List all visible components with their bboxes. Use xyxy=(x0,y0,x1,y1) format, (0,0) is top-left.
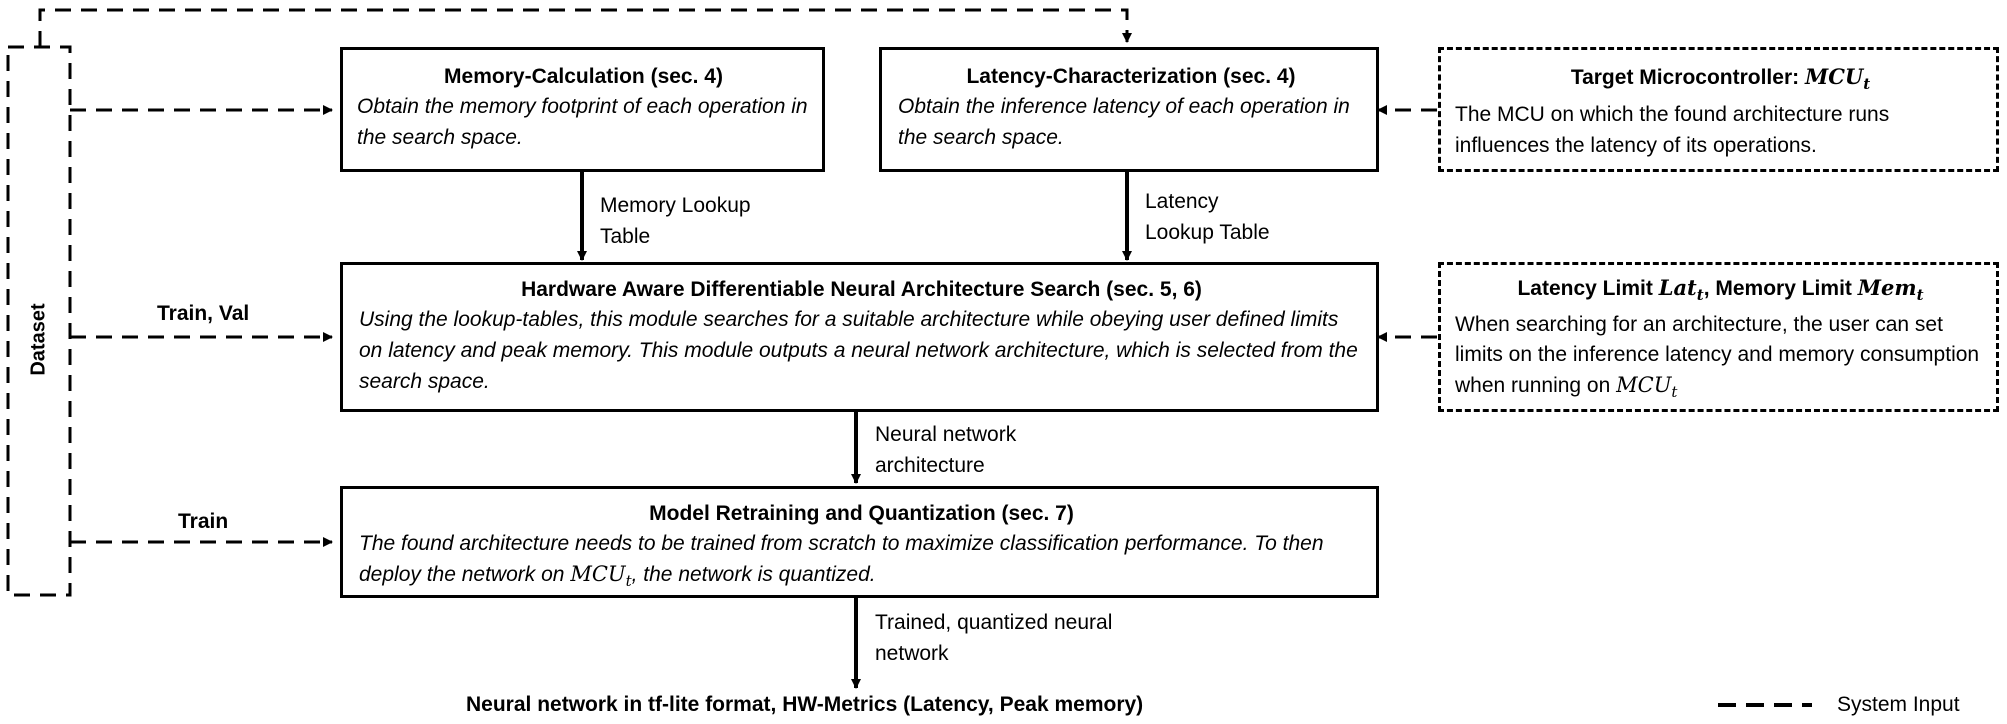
nn-architecture-label: Neural network architecture xyxy=(875,423,1017,477)
model-retraining-box: Model Retraining and Quantization (sec. … xyxy=(340,486,1379,598)
latency-lookup-label: Latency Lookup Table xyxy=(1145,190,1270,244)
memory-lookup-label: Memory Lookup Table xyxy=(600,194,751,248)
target-microcontroller-title: Target Microcontroller: MCUt xyxy=(1570,64,1871,94)
memory-calculation-desc: Obtain the memory footprint of each oper… xyxy=(357,95,808,149)
hw-nas-title: Hardware Aware Differentiable Neural Arc… xyxy=(521,278,1202,301)
target-microcontroller-box: Target Microcontroller: MCUt The MCU on … xyxy=(1438,47,1999,172)
memory-calculation-box: Memory-Calculation (sec. 4) Obtain the m… xyxy=(340,47,825,172)
latency-characterization-desc: Obtain the inference latency of each ope… xyxy=(898,95,1350,149)
limits-title: Latency Limit Latt, Memory Limit Memt xyxy=(1517,275,1924,305)
latency-characterization-box: Latency-Characterization (sec. 4) Obtain… xyxy=(879,47,1379,172)
model-retraining-desc: The found architecture needs to be train… xyxy=(359,532,1324,591)
train-label: Train xyxy=(178,510,229,533)
limits-desc: When searching for an architecture, the … xyxy=(1455,313,1980,402)
hw-nas-box: Hardware Aware Differentiable Neural Arc… xyxy=(340,262,1379,412)
target-microcontroller-desc: The MCU on which the found architecture … xyxy=(1455,103,1890,158)
trained-quantized-label: Trained, quantized neural network xyxy=(875,611,1113,665)
memory-calculation-title: Memory-Calculation (sec. 4) xyxy=(444,65,723,88)
legend-label: System Input xyxy=(1837,693,1960,716)
limits-box: Latency Limit Latt, Memory Limit Memt Wh… xyxy=(1438,262,1999,412)
hw-nas-desc: Using the lookup-tables, this module sea… xyxy=(359,308,1358,393)
output-text: Neural network in tf-lite format, HW-Met… xyxy=(466,693,1144,716)
dataset-to-latency-dashed-arrow xyxy=(38,8,1132,47)
dataset-label: Dataset xyxy=(27,303,50,376)
train-val-label: Train, Val xyxy=(157,302,250,325)
model-retraining-title: Model Retraining and Quantization (sec. … xyxy=(649,502,1074,525)
latency-characterization-title: Latency-Characterization (sec. 4) xyxy=(966,65,1296,88)
